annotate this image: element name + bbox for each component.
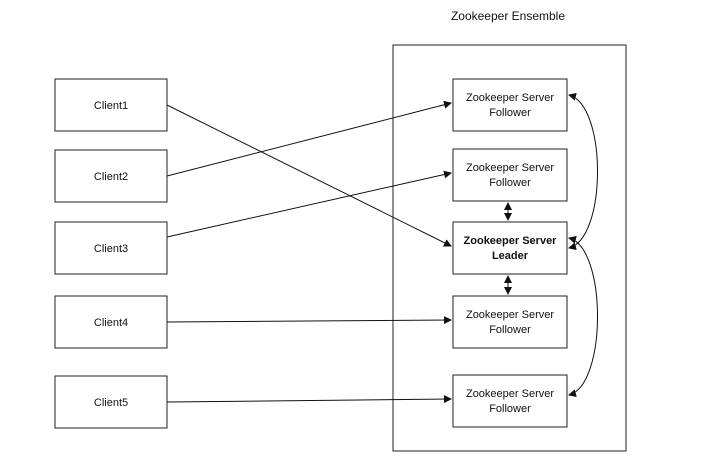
ensemble-container <box>392 44 627 452</box>
connections-layer <box>166 100 452 404</box>
server-rect <box>452 78 568 132</box>
server-rect <box>452 148 568 202</box>
connection-arrow-client2-server1 <box>166 100 452 177</box>
connection-arrow-client5-server5 <box>166 395 452 404</box>
ensemble-title: Zookeeper Ensemble <box>451 9 565 23</box>
sync-curve-server1-server3 <box>568 92 598 251</box>
server-name: Zookeeper Server <box>466 388 554 400</box>
connection-arrow-client4-server4 <box>166 316 452 325</box>
server-name: Zookeeper Server <box>466 92 554 104</box>
client-rect <box>54 295 168 349</box>
client-label: Client2 <box>94 171 128 183</box>
server-role: Follower <box>489 177 531 189</box>
client-box-5: Client5 <box>54 375 168 429</box>
client-box-2: Client2 <box>54 149 168 203</box>
client-rect <box>54 221 168 275</box>
server-name: Zookeeper Server <box>466 309 554 321</box>
server-role: Follower <box>489 324 531 336</box>
server-name: Zookeeper Server <box>464 235 558 247</box>
client-label: Client3 <box>94 243 128 255</box>
client-label: Client5 <box>94 397 128 409</box>
server-role: Leader <box>492 250 529 262</box>
sync-curve-server3-server5 <box>568 235 598 398</box>
sync-links-layer <box>504 92 598 398</box>
client-box-1: Client1 <box>54 78 168 132</box>
client-rect <box>54 149 168 203</box>
server-name: Zookeeper Server <box>466 162 554 174</box>
client-label: Client4 <box>94 317 128 329</box>
client-box-3: Client3 <box>54 221 168 275</box>
server-role: Follower <box>489 403 531 415</box>
server-role: Follower <box>489 107 531 119</box>
client-rect <box>54 375 168 429</box>
server-rect <box>452 221 568 275</box>
client-label: Client1 <box>94 100 128 112</box>
server-rect <box>452 374 568 428</box>
client-rect <box>54 78 168 132</box>
connection-arrow-client3-server2 <box>166 170 452 238</box>
client-box-4: Client4 <box>54 295 168 349</box>
server-rect <box>452 295 568 349</box>
connection-arrow-client1-server3 <box>166 104 452 247</box>
